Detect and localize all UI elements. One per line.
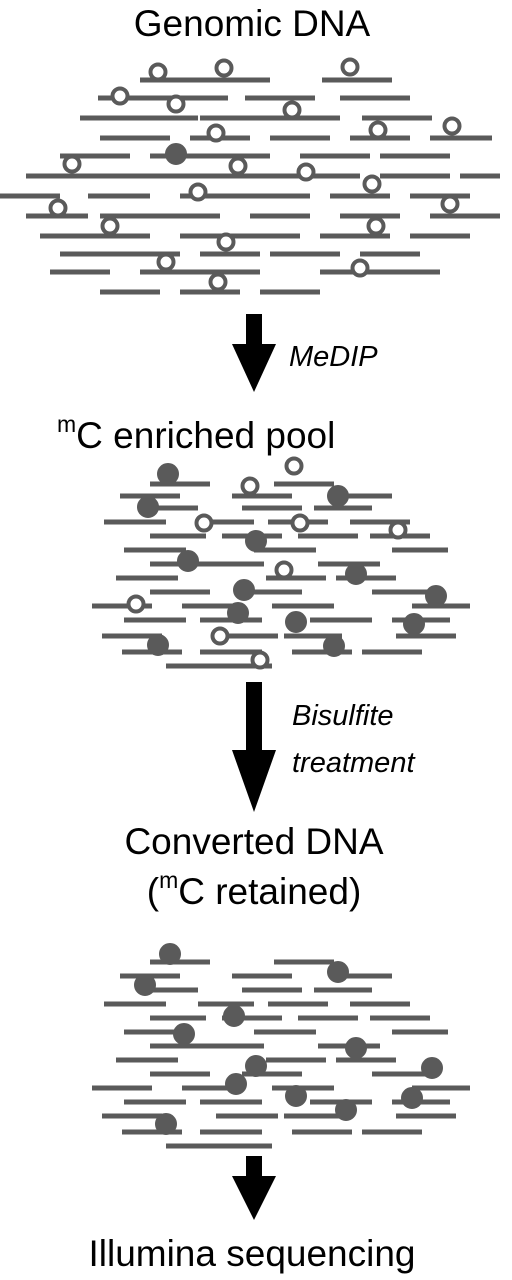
illumina-sequencing-title: Illumina sequencing — [88, 1233, 415, 1274]
methylated-cytosine-marker — [147, 634, 169, 656]
unmethylated-cytosine-marker — [442, 116, 462, 136]
unmethylated-cytosine-marker — [188, 182, 208, 202]
genomic-dna-fragment-cluster — [0, 57, 500, 295]
unmethylated-cytosine-marker — [206, 123, 226, 143]
converted-dna-title: Converted DNA — [124, 821, 383, 862]
converted-dna-fragment-cluster — [92, 943, 470, 1149]
unmethylated-cytosine-marker — [388, 520, 408, 540]
unmethylated-cytosine-marker — [240, 476, 260, 496]
methylated-cytosine-marker — [403, 613, 425, 635]
medip-arrow — [232, 314, 276, 392]
methylated-cytosine-marker — [227, 602, 249, 624]
unmethylated-cytosine-marker — [208, 272, 228, 292]
methylated-cytosine-marker — [345, 1037, 367, 1059]
unmethylated-cytosine-marker — [148, 62, 168, 82]
methylated-cytosine-marker — [401, 1087, 423, 1109]
methylated-cytosine-marker — [155, 1113, 177, 1135]
methylated-cytosine-marker — [323, 635, 345, 657]
unmethylated-cytosine-marker — [110, 86, 130, 106]
methylated-cytosine-marker — [225, 1073, 247, 1095]
unmethylated-cytosine-marker — [340, 57, 360, 77]
unmethylated-cytosine-marker — [284, 456, 304, 476]
unmethylated-cytosine-marker — [194, 513, 214, 533]
methylated-cytosine-marker — [421, 1057, 443, 1079]
methylated-cytosine-marker — [345, 563, 367, 585]
methylated-cytosine-marker — [245, 530, 267, 552]
unmethylated-cytosine-marker — [100, 216, 120, 236]
sequencing-arrow — [232, 1156, 276, 1220]
methylated-cytosine-marker — [245, 1055, 267, 1077]
methylated-cytosine-marker — [223, 1005, 245, 1027]
unmethylated-cytosine-marker — [62, 154, 82, 174]
methylated-cytosine-marker — [425, 585, 447, 607]
methylated-cytosine-marker — [173, 1023, 195, 1045]
methylated-cytosine-marker — [177, 550, 199, 572]
methylated-cytosine-marker — [335, 1099, 357, 1121]
medip-label: MeDIP — [289, 341, 378, 373]
unmethylated-cytosine-marker — [290, 513, 310, 533]
bisulfite-arrow — [232, 682, 276, 812]
methylated-cytosine-marker — [165, 143, 187, 165]
bisulfite-label-line1: Bisulfite — [292, 700, 394, 732]
methylated-cytosine-marker — [233, 579, 255, 601]
unmethylated-cytosine-marker — [274, 560, 294, 580]
converted-dna-subtitle: (mC retained) — [147, 867, 362, 912]
enriched-pool-title: mC enriched pool — [57, 411, 335, 456]
unmethylated-cytosine-marker — [156, 252, 176, 272]
unmethylated-cytosine-marker — [210, 626, 230, 646]
unmethylated-cytosine-marker — [216, 232, 236, 252]
unmethylated-cytosine-marker — [126, 594, 146, 614]
unmethylated-cytosine-marker — [282, 100, 302, 120]
unmethylated-cytosine-marker — [48, 198, 68, 218]
genomic-dna-title: Genomic DNA — [134, 3, 371, 44]
methylated-cytosine-marker — [137, 496, 159, 518]
unmethylated-cytosine-marker — [250, 650, 270, 670]
methylated-cytosine-marker — [327, 485, 349, 507]
unmethylated-cytosine-marker — [366, 216, 386, 236]
methylated-cytosine-marker — [327, 961, 349, 983]
enriched-pool-fragment-cluster — [92, 456, 470, 670]
methylated-cytosine-marker — [159, 943, 181, 965]
unmethylated-cytosine-marker — [362, 174, 382, 194]
unmethylated-cytosine-marker — [440, 194, 460, 214]
unmethylated-cytosine-marker — [166, 94, 186, 114]
bisulfite-label-line2: treatment — [292, 747, 416, 779]
methylated-cytosine-marker — [157, 463, 179, 485]
methylated-cytosine-marker — [285, 611, 307, 633]
unmethylated-cytosine-marker — [228, 156, 248, 176]
unmethylated-cytosine-marker — [296, 162, 316, 182]
methylated-cytosine-marker — [134, 974, 156, 996]
methylated-cytosine-marker — [285, 1085, 307, 1107]
unmethylated-cytosine-marker — [350, 258, 370, 278]
unmethylated-cytosine-marker — [214, 58, 234, 78]
unmethylated-cytosine-marker — [368, 120, 388, 140]
